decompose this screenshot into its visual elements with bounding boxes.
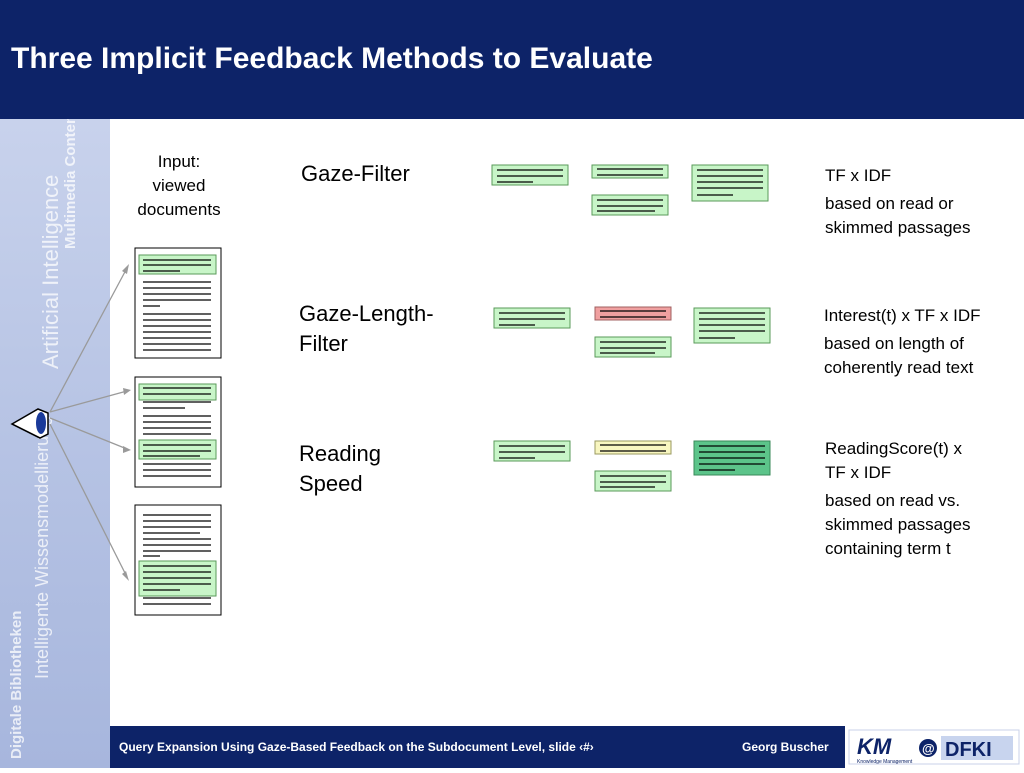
- gaze-arrow: [49, 417, 128, 450]
- method-reading-speed-name: Reading Speed: [299, 439, 381, 499]
- arrow-head: [123, 388, 131, 395]
- passage-green: [594, 470, 672, 492]
- method-name-line: Gaze-Filter: [301, 161, 410, 186]
- arrow-head: [123, 446, 131, 453]
- method-desc-line: based on read or: [825, 194, 954, 213]
- reading-speed-passages: [493, 440, 771, 492]
- svg-text:KM: KM: [857, 734, 892, 759]
- method-gaze-filter-name: Gaze-Filter: [301, 159, 410, 189]
- method-desc-line: coherently read text: [824, 358, 974, 377]
- method-desc-line: based on length of: [824, 334, 964, 353]
- gaze-length-filter-passages: [493, 306, 771, 358]
- arrow-head: [122, 571, 129, 581]
- km-dfki-logo: KM @ DFKI Knowledge Management: [845, 726, 1024, 768]
- footer-author: Georg Buscher: [742, 740, 829, 754]
- logo-graphic: KM @ DFKI Knowledge Management: [848, 729, 1020, 765]
- passage-green: [591, 164, 669, 179]
- method-gaze-length-filter-name: Gaze-Length- Filter: [299, 299, 434, 359]
- viewed-document-2: [134, 376, 222, 488]
- slide-title: Three Implicit Feedback Methods to Evalu…: [11, 42, 653, 75]
- method-desc-line: containing term t: [825, 539, 951, 558]
- svg-text:@: @: [922, 741, 935, 756]
- method-gaze-filter-desc: TF x IDF based on read or skimmed passag…: [825, 164, 971, 240]
- svg-text:DFKI: DFKI: [945, 739, 992, 761]
- gaze-arrows: [49, 267, 128, 578]
- passage-red: [594, 306, 672, 321]
- eye-icon: [10, 408, 49, 439]
- method-desc-line: based on read vs.: [825, 491, 961, 510]
- passage-green: [591, 194, 669, 216]
- passage-yellow: [594, 440, 672, 455]
- viewed-document-3: [134, 504, 222, 616]
- method-formula-line: ReadingScore(t) x: [825, 439, 963, 458]
- input-label-line2: viewed: [152, 176, 206, 195]
- input-label: Input: viewed documents: [127, 150, 231, 222]
- read-passage: [138, 383, 217, 401]
- method-desc-line: skimmed passages: [825, 515, 971, 534]
- header-bar: Three Implicit Feedback Methods to Evalu…: [0, 0, 1024, 119]
- gaze-arrow: [49, 267, 128, 413]
- arrow-head: [122, 264, 129, 274]
- input-label-line1: Input:: [157, 152, 201, 171]
- method-gaze-length-filter-desc: Interest(t) x TF x IDF based on length o…: [824, 304, 980, 380]
- method-name-line: Filter: [299, 331, 348, 356]
- passage-green: [594, 336, 672, 358]
- gaze-arrow: [49, 423, 128, 578]
- sidebar-watermark: Digitale Bibliotheken Intelligente Wisse…: [0, 119, 110, 768]
- method-name-line: Gaze-Length-: [299, 301, 434, 326]
- footer-bar: Query Expansion Using Gaze-Based Feedbac…: [110, 726, 845, 768]
- method-formula-line: TF x IDF: [825, 463, 892, 482]
- input-label-line3: documents: [137, 200, 221, 219]
- method-reading-speed-desc: ReadingScore(t) x TF x IDF based on read…: [825, 437, 971, 561]
- method-desc-line: skimmed passages: [825, 218, 971, 237]
- arrow-heads: [122, 264, 131, 581]
- viewed-document-1: [134, 247, 222, 359]
- method-formula: Interest(t) x TF x IDF: [824, 306, 981, 325]
- method-name-line: Speed: [299, 471, 363, 496]
- gaze-arrow: [49, 390, 128, 413]
- logo-subtitle: Knowledge Management: [857, 759, 913, 765]
- method-name-line: Reading: [299, 441, 381, 466]
- footer-text: Query Expansion Using Gaze-Based Feedbac…: [119, 740, 594, 754]
- gaze-filter-passages: [491, 164, 769, 216]
- method-formula: TF x IDF: [825, 166, 892, 185]
